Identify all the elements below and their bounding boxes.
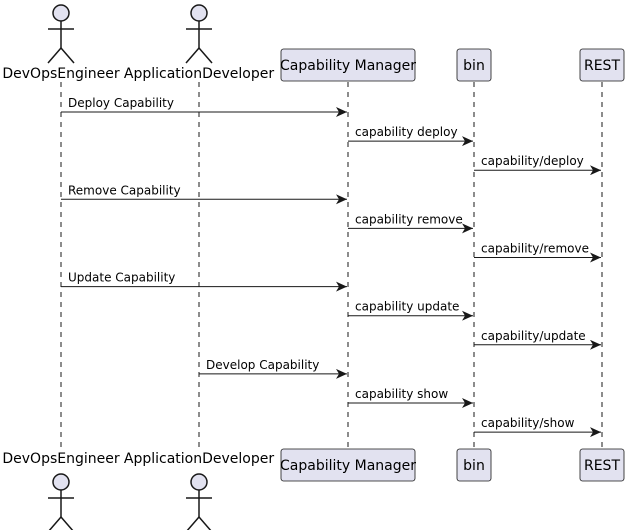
- participant-box-bottom-bin: bin: [456, 448, 492, 482]
- message-1: Deploy Capability: [61, 96, 347, 117]
- message-6: capability/remove: [474, 242, 601, 263]
- actor-name-top-devops: DevOpsEngineer: [2, 66, 119, 82]
- message-label: Remove Capability: [68, 183, 181, 197]
- actor-name-top-appdev: ApplicationDeveloper: [124, 66, 274, 82]
- message-label: capability show: [355, 387, 448, 401]
- message-label: capability update: [355, 300, 459, 314]
- actor-figure-top-devops-icon: [47, 4, 75, 64]
- actor-figure-bottom-devops-icon: [48, 473, 74, 530]
- participant-label-bottom-rest: REST: [584, 458, 620, 474]
- message-label: Update Capability: [68, 271, 175, 285]
- message-label: capability/remove: [481, 242, 589, 256]
- actor-name-bottom-devops: DevOpsEngineer: [2, 451, 119, 467]
- message-label: capability remove: [355, 212, 463, 226]
- participant-label-bottom-bin: bin: [463, 458, 485, 474]
- actor-name-bottom-appdev: ApplicationDeveloper: [124, 451, 274, 467]
- message-label: capability/update: [481, 329, 586, 343]
- participant-label-top-capmgr: Capability Manager: [280, 58, 416, 74]
- message-label: Develop Capability: [206, 358, 319, 372]
- participant-box-top-capmgr: Capability Manager: [280, 48, 416, 82]
- participant-box-bottom-capmgr: Capability Manager: [280, 448, 416, 482]
- message-3: capability/deploy: [474, 154, 601, 176]
- message-label: Deploy Capability: [68, 96, 174, 110]
- participant-box-top-bin: bin: [456, 48, 492, 82]
- message-10: Develop Capability: [199, 358, 347, 379]
- message-4: Remove Capability: [61, 183, 347, 205]
- message-5: capability remove: [348, 212, 473, 234]
- message-8: capability update: [348, 300, 473, 321]
- participant-box-top-rest: REST: [579, 48, 625, 82]
- participant-label-top-bin: bin: [463, 58, 485, 74]
- message-7: Update Capability: [61, 271, 347, 292]
- message-label: capability deploy: [355, 125, 458, 139]
- participant-box-bottom-rest: REST: [579, 448, 625, 482]
- participant-label-bottom-capmgr: Capability Manager: [280, 458, 416, 474]
- actor-figure-top-appdev-icon: [185, 4, 213, 64]
- message-11: capability show: [348, 387, 473, 408]
- message-label: capability/show: [481, 416, 575, 430]
- participant-label-top-rest: REST: [584, 58, 620, 74]
- message-2: capability deploy: [348, 125, 473, 147]
- message-9: capability/update: [474, 329, 601, 350]
- actor-figure-bottom-appdev-icon: [186, 473, 212, 530]
- message-label: capability/deploy: [481, 154, 584, 168]
- message-12: capability/show: [474, 416, 601, 438]
